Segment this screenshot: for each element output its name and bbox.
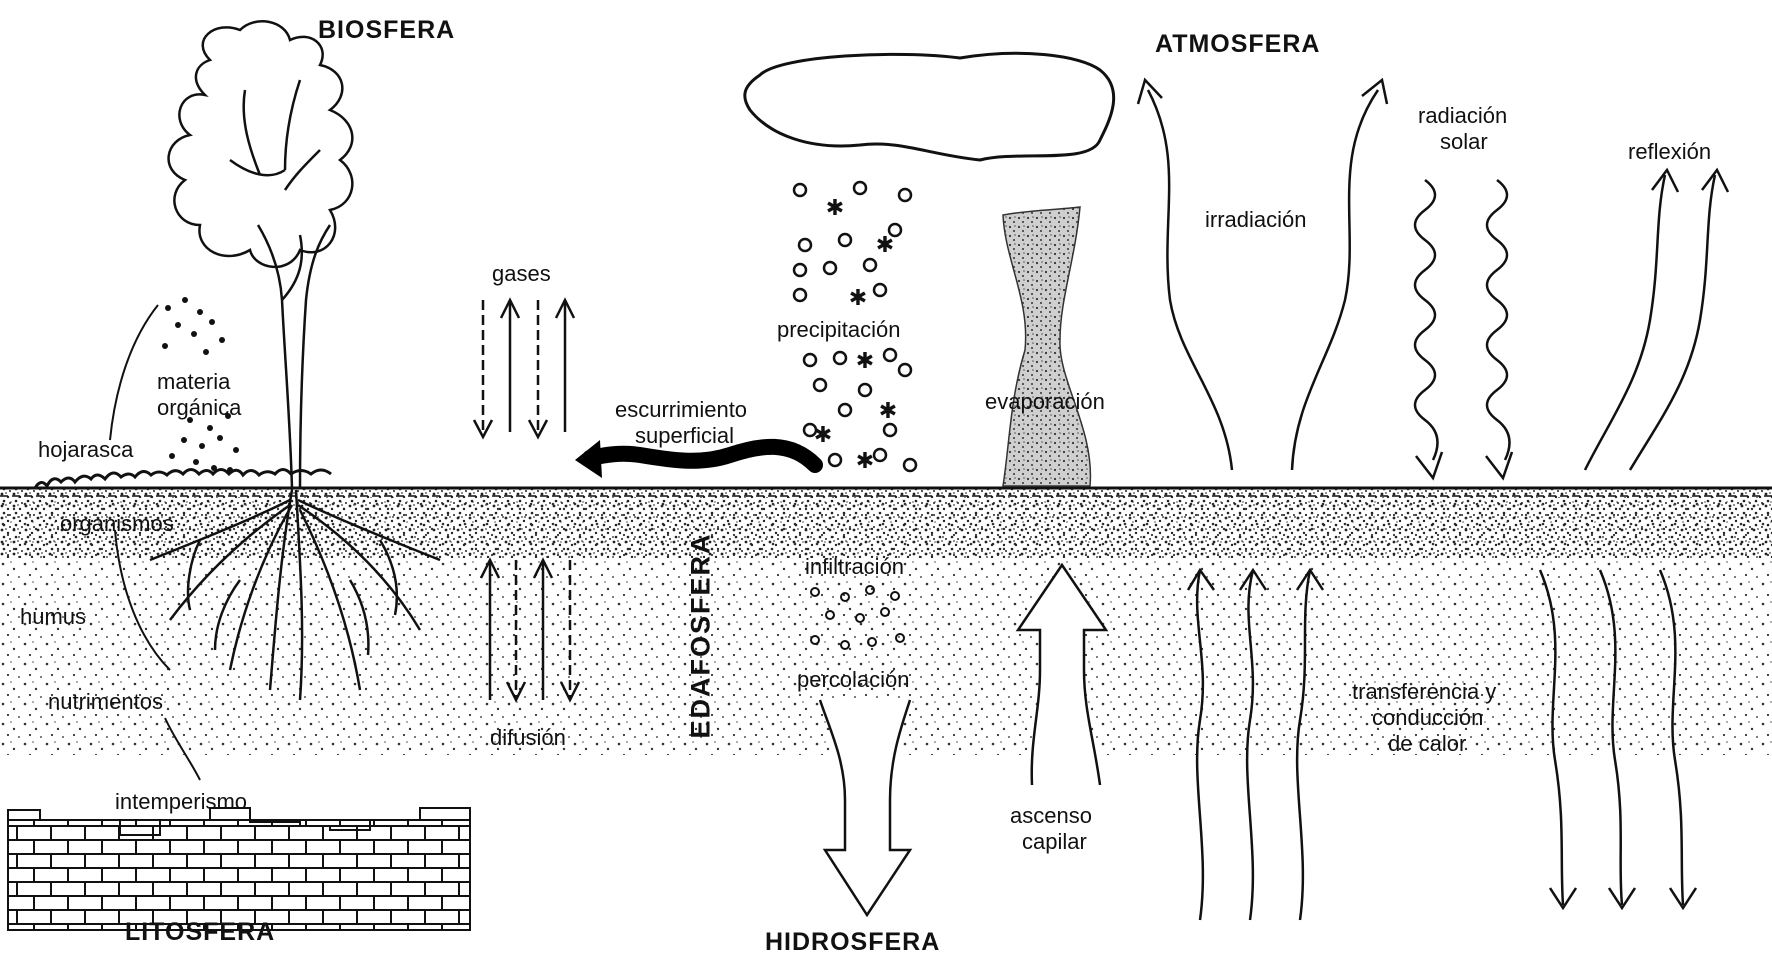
tree [167,20,354,489]
label-nutrimentos: nutrimentos [48,689,163,714]
tree-canopy [167,20,354,269]
svg-text:✱: ✱ [856,449,874,474]
atmosfera-title: ATMOSFERA [1155,30,1321,58]
bedrock-top-edge [7,807,471,836]
label-transferencia: transferencia y [1352,679,1497,704]
evaporation-column [1002,206,1092,487]
label-organismos: organismos [60,511,174,536]
irradiation-arrows [1136,77,1389,471]
gases-arrows [472,297,576,440]
label-conduccion: conducción [1372,705,1484,730]
bedrock-bricks [7,819,471,931]
label-percolacion: percolación [797,667,910,692]
nutrient-line [164,717,201,781]
label-ascenso: ascenso [1010,803,1092,828]
label-de-calor: de calor [1388,731,1467,756]
svg-text:✱: ✱ [826,196,844,221]
difusion-arrows [479,557,581,703]
label-materia: materia [157,369,231,394]
label-humus: humus [20,604,87,629]
tree-trunk [256,224,332,489]
heat-down-arrows [1538,569,1698,911]
label-hojarasca: hojarasca [38,437,134,462]
capillary-rise-arrow [1015,562,1109,786]
label-escurrimiento: escurrimiento [615,397,748,422]
tree-roots [149,489,441,701]
litosfera-title: LITOSFERA [125,918,276,946]
leaf-litter [33,468,332,489]
hidrosfera-title: HIDROSFERA [765,928,941,956]
infiltration-drops [810,585,905,650]
runoff-arrow [575,438,823,478]
label-difusion: difusión [490,725,566,750]
solar-radiation-arrows [1413,179,1514,481]
svg-text:✱: ✱ [856,349,874,374]
label-superficial: superficial [635,423,735,448]
biosfera-title: BIOSFERA [318,16,456,44]
label-infiltracion: infiltración [805,554,905,579]
precipitation-drops [792,180,918,473]
percolation-arrow [818,699,913,918]
cloud [743,51,1116,162]
label-capilar: capilar [1022,829,1087,854]
reflection-arrows [1583,167,1730,471]
label-radiacion: radiación [1418,103,1508,128]
heat-up-arrows [1186,567,1325,921]
label-irradiacion: irradiación [1205,207,1307,232]
label-evaporacion: evaporación [985,389,1105,414]
precipitation-snowflakes: ✱✱✱ ✱✱✱✱ [814,196,897,474]
label-solar: solar [1440,129,1488,154]
label-organica: orgánica [157,395,242,420]
label-gases: gases [492,261,551,286]
litter-arc [109,304,171,671]
label-precipitacion: precipitación [777,317,901,342]
svg-text:✱: ✱ [879,399,897,424]
organic-matter-particles [162,297,239,473]
edafosfera-title: EDAFOSFERA [685,532,716,739]
svg-text:✱: ✱ [814,423,832,448]
label-reflexion: reflexión [1628,139,1712,164]
label-intemperismo: intemperismo [115,789,248,814]
svg-text:✱: ✱ [849,286,867,311]
svg-text:✱: ✱ [876,233,894,258]
